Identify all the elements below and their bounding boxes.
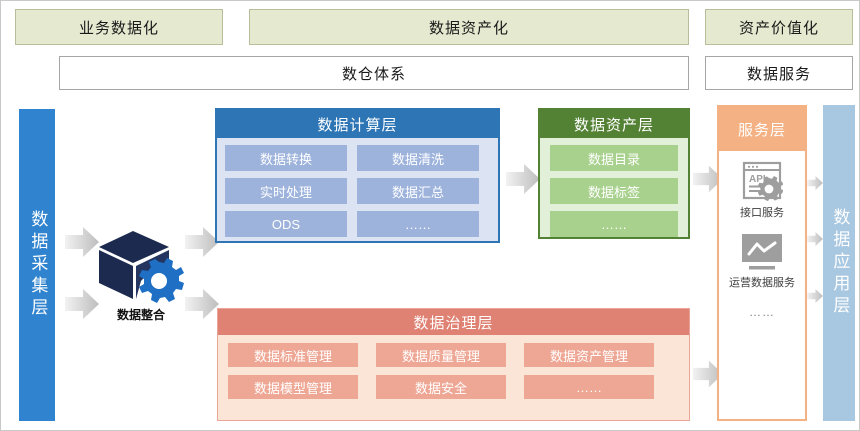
cube-gear-icon (99, 231, 184, 303)
governance-layer-title: 数据治理层 (218, 309, 689, 335)
arrow-integration-to-governance (185, 289, 219, 319)
service-layer-title: 服务层 (719, 107, 805, 151)
governance-layer-panel: 数据治理层 数据标准管理 数据质量管理 数据资产管理 数据模型管理 数据安全 …… (217, 308, 690, 421)
arrow-service-to-app-1 (807, 176, 823, 190)
governance-item[interactable]: 数据质量管理 (376, 343, 506, 367)
app-layer-label: 数据应用层 (830, 208, 850, 318)
phase-box-asset-valuation: 资产价值化 (705, 9, 853, 45)
governance-item[interactable]: 数据资产管理 (524, 343, 654, 367)
compute-item[interactable]: 数据清洗 (357, 145, 479, 171)
service-item-label: 运营数据服务 (729, 276, 795, 289)
integration-icon-wrap: 数据整合 (97, 229, 185, 322)
collect-layer-label: 数据采集层 (28, 210, 48, 320)
arrow-service-to-app-3 (807, 289, 823, 303)
asset-layer-panel: 数据资产层 数据目录 数据标签 …… (538, 108, 690, 239)
api-service-item[interactable]: API (725, 161, 799, 201)
asset-layer-title: 数据资产层 (540, 110, 688, 138)
collect-layer-bar: 数据采集层 (19, 109, 55, 421)
arrow-service-to-app-2 (807, 232, 823, 246)
asset-item[interactable]: 数据目录 (550, 145, 678, 171)
asset-item[interactable]: …… (550, 211, 678, 237)
arrow-collect-to-integration-bottom (65, 289, 99, 319)
operation-data-service-item[interactable] (725, 233, 799, 271)
phase-label: 数据资产化 (428, 19, 509, 37)
compute-item[interactable]: 实时处理 (225, 178, 347, 204)
integration-label: 数据整合 (116, 308, 165, 322)
governance-item[interactable]: 数据安全 (376, 375, 506, 399)
service-item-label: 接口服务 (740, 207, 784, 219)
subsystem-label: 数仓体系 (341, 65, 406, 83)
arrow-collect-to-integration-top (65, 227, 99, 257)
phase-label: 资产价值化 (738, 19, 819, 37)
phase-label: 业务数据化 (78, 19, 159, 37)
app-layer-bar: 数据应用层 (823, 105, 855, 421)
subsystem-label: 数据服务 (746, 65, 811, 83)
governance-item[interactable]: …… (524, 375, 654, 399)
compute-layer-panel: 数据计算层 数据转换 数据清洗 实时处理 数据汇总 ODS …… (215, 108, 500, 243)
subsystem-box-data-warehouse: 数仓体系 (59, 56, 689, 90)
service-layer-panel: 服务层 API 接口服务 (717, 105, 807, 421)
compute-item[interactable]: …… (357, 211, 479, 237)
svg-text:API: API (749, 174, 766, 185)
api-window-gear-icon: API (742, 161, 783, 201)
phase-box-business-datafication: 业务数据化 (15, 9, 223, 45)
compute-item[interactable]: 数据转换 (225, 145, 347, 171)
compute-item[interactable]: 数据汇总 (357, 178, 479, 204)
arrow-asset-to-service (693, 164, 723, 194)
compute-item[interactable]: ODS (225, 211, 347, 237)
arrow-governance-to-service (693, 359, 723, 389)
monitor-chart-icon (742, 233, 782, 270)
service-more-label: …… (749, 304, 775, 319)
governance-item[interactable]: 数据模型管理 (228, 375, 358, 399)
asset-item[interactable]: 数据标签 (550, 178, 678, 204)
governance-item[interactable]: 数据标准管理 (228, 343, 358, 367)
phase-box-data-assetization: 数据资产化 (249, 9, 689, 45)
compute-layer-title: 数据计算层 (217, 110, 498, 138)
arrow-integration-to-compute (185, 227, 219, 257)
arrow-compute-to-asset (506, 164, 540, 194)
subsystem-box-data-service: 数据服务 (705, 56, 853, 90)
